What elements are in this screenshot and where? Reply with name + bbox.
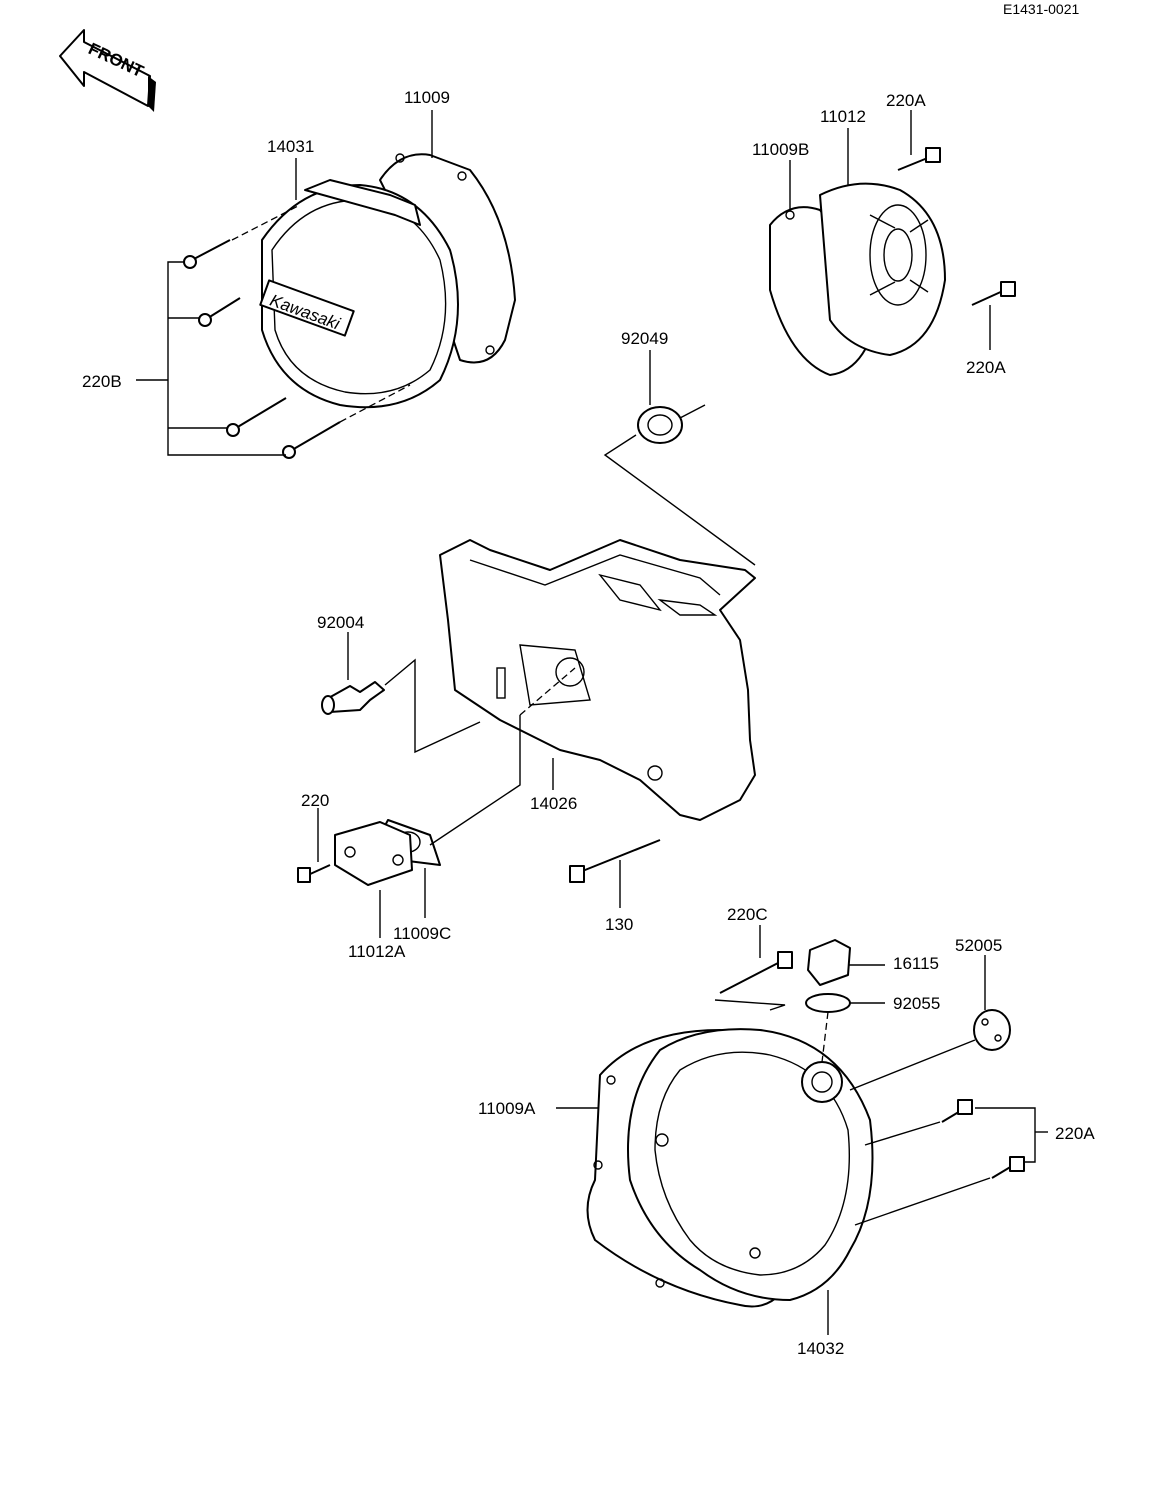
- callout-130: 130: [605, 915, 633, 934]
- bolt-130: [569, 839, 661, 883]
- callout-92004: 92004: [317, 613, 364, 632]
- bolt-220A-top: [897, 147, 941, 171]
- plug-16115: [807, 939, 851, 986]
- callout-16115: 16115: [893, 954, 939, 973]
- bolt-220A-low-1: [941, 1099, 973, 1123]
- bolt-220B-1: [183, 239, 231, 269]
- cap-52005: [973, 1009, 1011, 1051]
- case-cover-14032: [627, 1028, 874, 1301]
- callout-92049: 92049: [621, 329, 668, 348]
- bolt-220: [297, 864, 331, 883]
- callout-220A-low: 220A: [1055, 1124, 1095, 1143]
- callout-14026: 14026: [530, 794, 577, 813]
- bolt-220B-4: [282, 421, 341, 459]
- oil-seal-92049: [637, 406, 683, 444]
- bolt-220C: [719, 951, 793, 994]
- sprocket-cover-14026: [439, 539, 756, 821]
- callout-14031: 14031: [267, 137, 314, 156]
- cover-11012A: [334, 821, 413, 886]
- bolt-220B-2: [198, 297, 241, 327]
- callout-11009C: 11009C: [393, 924, 451, 943]
- callout-52005: 52005: [955, 936, 1002, 955]
- document-id: E1431-0021: [1003, 1, 1080, 17]
- callout-220: 220: [301, 791, 329, 810]
- callout-92055: 92055: [893, 994, 940, 1013]
- front-arrow-icon: FRONT: [59, 29, 156, 112]
- bolt-220A-low-2: [991, 1156, 1025, 1179]
- fitting-92004: [321, 681, 385, 715]
- callout-11009: 11009: [404, 88, 450, 107]
- generator-cover-14031: Kawasaki: [259, 179, 459, 409]
- callout-220B: 220B: [82, 372, 122, 391]
- cover-11012: [819, 182, 946, 356]
- callout-11009A: 11009A: [478, 1099, 536, 1118]
- callout-220A-top: 220A: [886, 91, 926, 110]
- bolt-220B-3: [226, 397, 287, 437]
- bolt-220A-mid: [971, 281, 1016, 306]
- callout-220C: 220C: [727, 905, 768, 924]
- o-ring-92055: [805, 993, 851, 1013]
- callout-11012: 11012: [820, 107, 866, 126]
- callout-11012A: 11012A: [348, 942, 406, 961]
- callout-14032: 14032: [797, 1339, 844, 1358]
- callout-220A-mid: 220A: [966, 358, 1006, 377]
- callout-11009B: 11009B: [752, 140, 809, 159]
